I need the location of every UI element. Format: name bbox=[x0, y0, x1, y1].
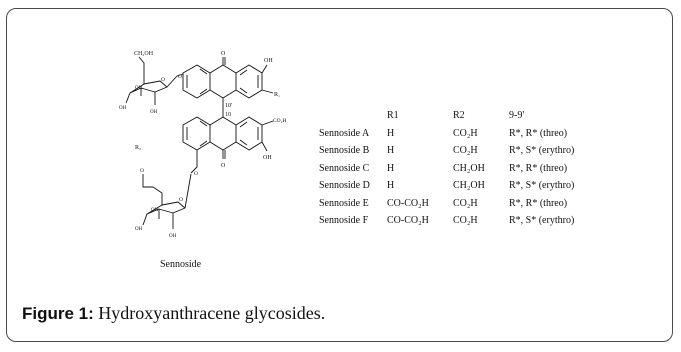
cell-stereo: R*, R* (threo) bbox=[509, 197, 568, 209]
ring-oxygen-label: O bbox=[161, 77, 165, 83]
figure-caption: Figure 1: Hydroxyanthracene glycosides. bbox=[22, 303, 325, 324]
cell-name: Sennoside C bbox=[319, 162, 370, 174]
hydroxyl-label: OH bbox=[169, 234, 177, 239]
cell-r1: CO-CO₂H bbox=[387, 197, 429, 209]
hydroxyl-label: OH bbox=[135, 86, 143, 91]
cell-stereo: R*, S* (erythro) bbox=[509, 145, 575, 157]
hydroxyl-label: OH bbox=[264, 58, 273, 64]
figure-caption-label: Figure 1: bbox=[22, 304, 94, 323]
cell-name: Sennoside E bbox=[319, 197, 369, 209]
cell-name: Sennoside D bbox=[319, 180, 370, 192]
table-header-row: R1 R2 9-9' bbox=[319, 107, 619, 125]
compound-name: Sennoside bbox=[160, 259, 202, 270]
cell-name: Sennoside B bbox=[319, 145, 370, 157]
ether-oxygen-label: O bbox=[140, 168, 144, 174]
table-row: Sennoside B H CO₂H R*, S* (erythro) bbox=[319, 142, 619, 160]
cell-r1: H bbox=[387, 180, 395, 192]
c10-label: 10 bbox=[225, 112, 231, 118]
c10-prime-label: 10' bbox=[225, 103, 232, 109]
hydroxyl-label: OH bbox=[150, 110, 158, 115]
sennoside-substituent-table: R1 R2 9-9' Sennoside A H CO₂H R*, R* (th… bbox=[319, 107, 619, 230]
cell-r1: H bbox=[387, 145, 395, 157]
table-row: Sennoside E CO-CO₂H CO₂H R*, R* (threo) bbox=[319, 195, 619, 213]
cell-r2: CO₂H bbox=[453, 197, 478, 209]
cell-stereo: R*, R* (threo) bbox=[509, 162, 568, 174]
keto-oxygen-label: O bbox=[221, 51, 226, 57]
table-row: Sennoside A H CO₂H R*, R* (threo) bbox=[319, 125, 619, 143]
cell-r2: CH₂OH bbox=[453, 162, 485, 174]
cell-r2: CO₂H bbox=[453, 145, 478, 157]
cell-name: Sennoside A bbox=[319, 127, 370, 139]
ring-oxygen-label: O bbox=[179, 197, 183, 203]
glycosidic-oxygen-label: O bbox=[194, 171, 198, 177]
cell-r1: CO-CO₂H bbox=[387, 215, 429, 227]
cell-r1: H bbox=[387, 162, 395, 174]
glycosidic-oxygen-label: O bbox=[178, 74, 182, 80]
cell-stereo: R*, R* (threo) bbox=[509, 127, 568, 139]
column-header-name bbox=[319, 107, 387, 125]
cell-name: Sennoside F bbox=[319, 215, 369, 227]
column-header-r1: R1 bbox=[387, 110, 399, 122]
table-row: Sennoside F CO-CO₂H CO₂H R*, S* (erythro… bbox=[319, 212, 619, 230]
carboxyl-label: CO₂H bbox=[273, 118, 287, 124]
hydroxyl-label: OH bbox=[119, 106, 127, 111]
keto-oxygen-label: O bbox=[221, 163, 226, 169]
cell-r2: CO₂H bbox=[453, 215, 478, 227]
r1-label: R₁ bbox=[274, 92, 280, 98]
hydroxyl-label: OH bbox=[263, 155, 272, 161]
hydroxyl-label: OH bbox=[151, 208, 159, 213]
column-header-stereo: 9-9' bbox=[509, 110, 525, 122]
table-row: Sennoside D H CH₂OH R*, S* (erythro) bbox=[319, 177, 619, 195]
cell-r2: CO₂H bbox=[453, 127, 478, 139]
cell-stereo: R*, S* (erythro) bbox=[509, 180, 575, 192]
cell-r2: CH₂OH bbox=[453, 180, 485, 192]
r2-label: R₂ bbox=[135, 145, 141, 151]
cell-stereo: R*, S* (erythro) bbox=[509, 215, 575, 227]
figure-caption-text: Hydroxyanthracene glycosides. bbox=[93, 303, 326, 323]
cell-r1: H bbox=[387, 127, 395, 139]
figure-frame: CH₂OH O OH OH OH O O OH R₁ 10' 10 CO₂H O… bbox=[6, 8, 673, 342]
column-header-r2: R2 bbox=[453, 110, 465, 122]
sennoside-structure-drawing: CH₂OH O OH OH OH O O OH R₁ 10' 10 CO₂H O… bbox=[119, 51, 287, 239]
ch2oh-label: CH₂OH bbox=[134, 51, 154, 57]
table-row: Sennoside C H CH₂OH R*, R* (threo) bbox=[319, 160, 619, 178]
hydroxyl-label: OH bbox=[135, 227, 143, 232]
